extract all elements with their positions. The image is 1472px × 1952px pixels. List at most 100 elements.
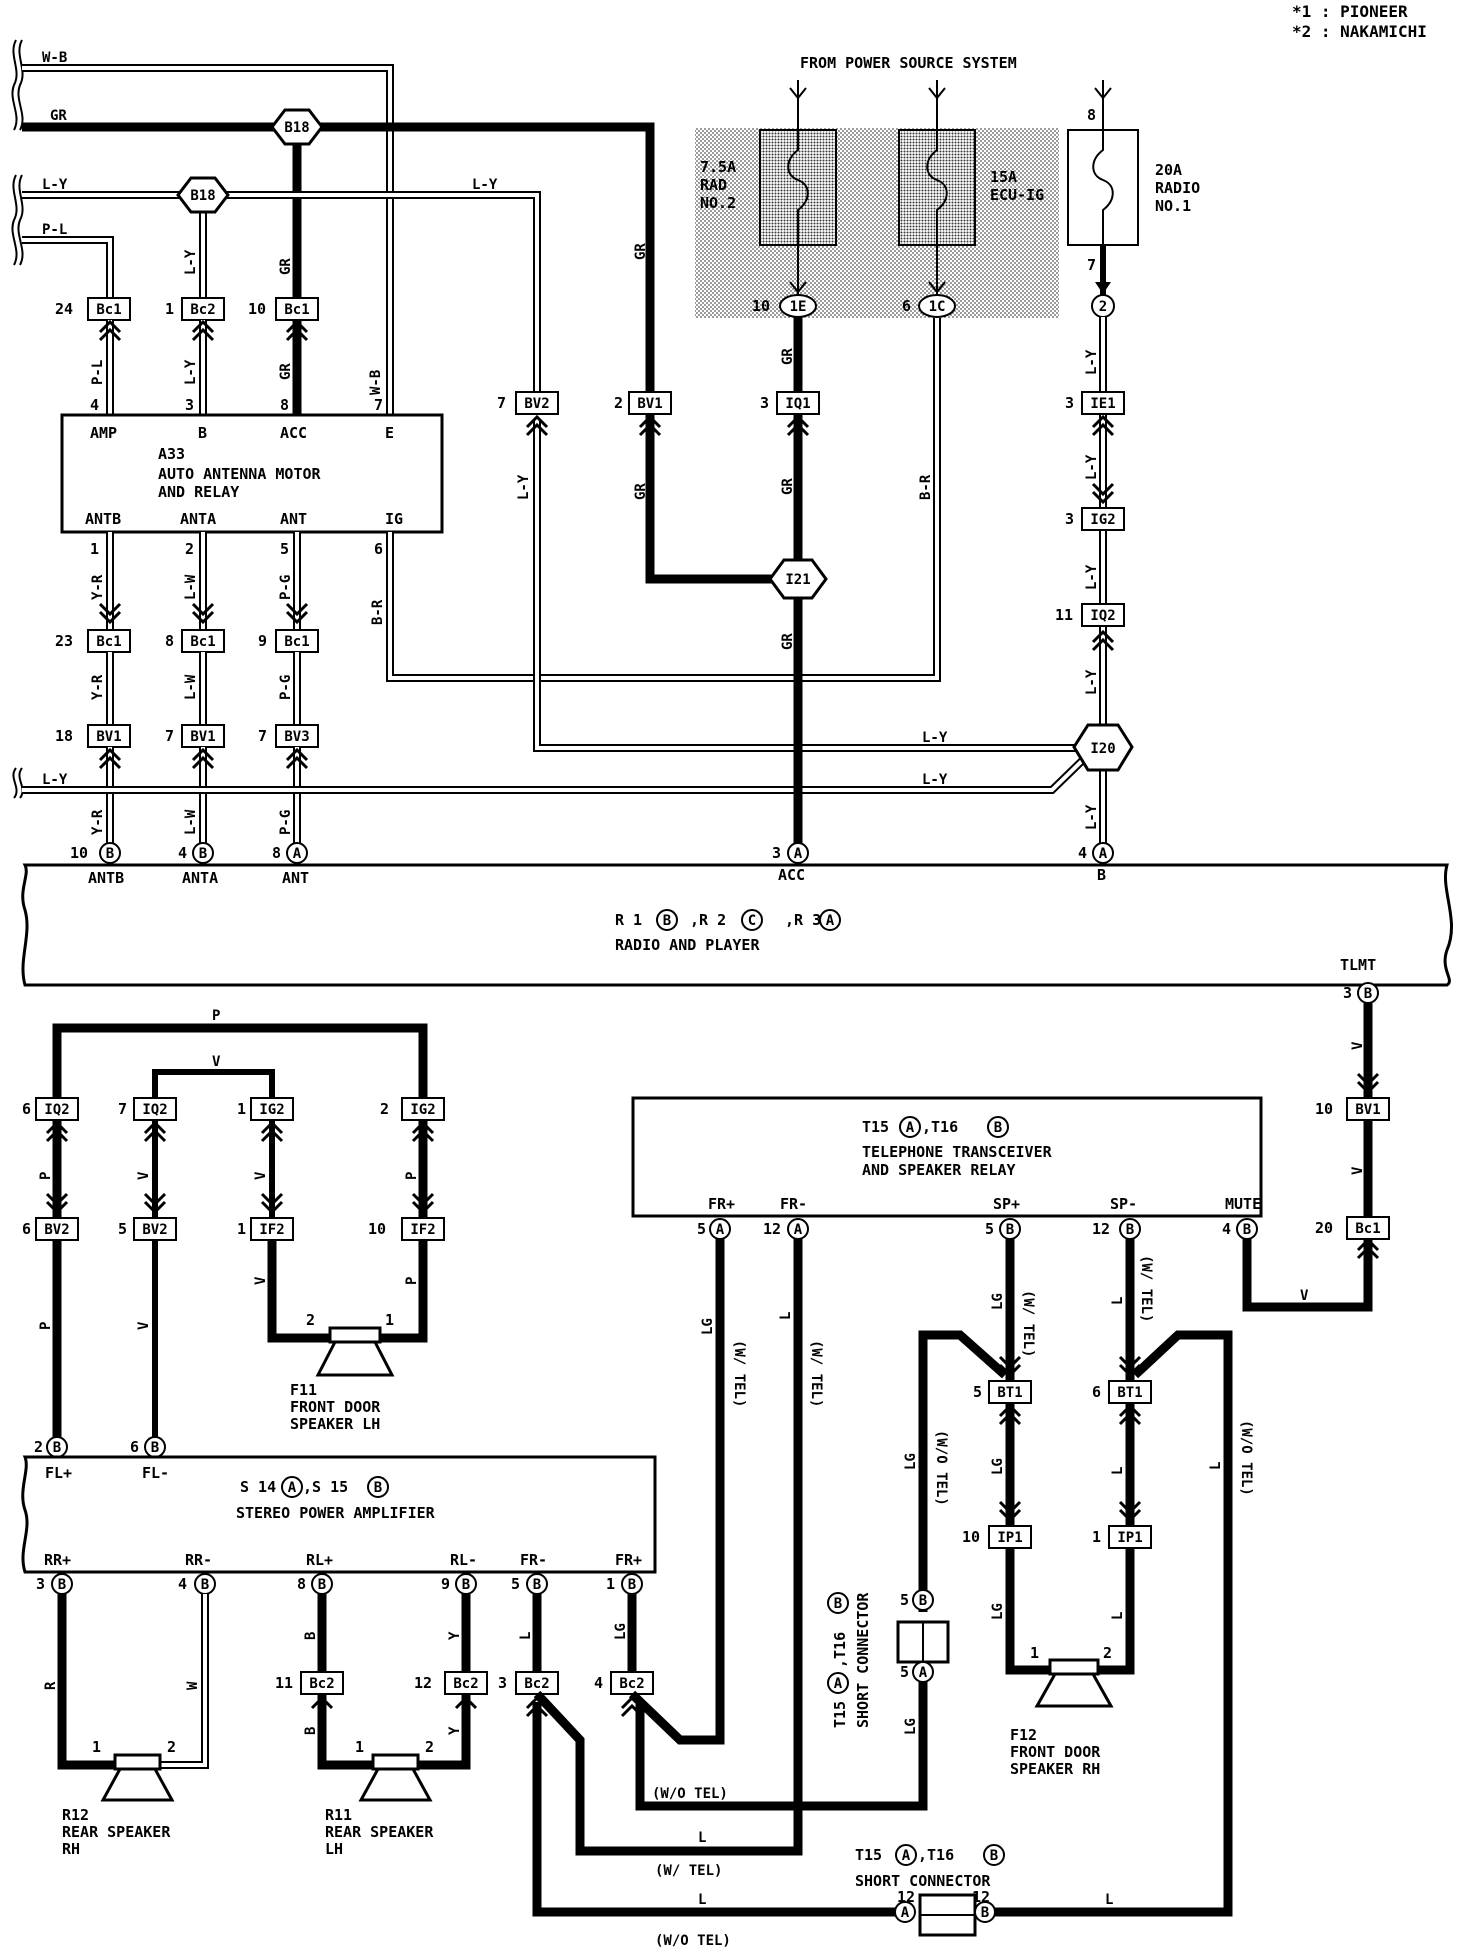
svg-text:V: V [253,1171,269,1180]
svg-text:B: B [462,1577,470,1593]
svg-text:1: 1 [1092,1528,1101,1546]
svg-text:B: B [58,1577,66,1593]
svg-text:ANTB: ANTB [88,869,124,887]
svg-text:3: 3 [772,844,781,862]
svg-text:12: 12 [414,1674,432,1692]
svg-text:1: 1 [1030,1644,1039,1662]
svg-text:R: R [43,1681,59,1690]
svg-text:BV2: BV2 [524,396,549,412]
svg-text:LG: LG [903,1453,919,1470]
svg-text:4: 4 [594,1674,603,1692]
ant-pin-acc: ACC [280,424,307,442]
svg-text:GR: GR [633,483,649,500]
short-connector-horizontal: T15 ,T16 A B SHORT CONNECTOR 12 12 A B [855,1844,1005,1937]
conn-2: 2 [1091,294,1115,318]
svg-text:1: 1 [355,1738,364,1756]
conn-bv1-7: BV1 7 [165,724,225,748]
svg-text:L-Y: L-Y [516,474,532,500]
svg-text:RADIO AND PLAYER: RADIO AND PLAYER [615,936,760,954]
svg-text:A: A [906,1120,915,1136]
svg-text:V: V [136,1171,152,1180]
svg-text:LG: LG [990,1603,1006,1620]
svg-text:11: 11 [1055,606,1073,624]
svg-text:4: 4 [1078,844,1087,862]
svg-text:L-Y: L-Y [1084,454,1100,480]
svg-text:7: 7 [258,727,267,745]
svg-text:A: A [716,1222,725,1238]
svg-text:2: 2 [380,1100,389,1118]
svg-text:Bc2: Bc2 [309,1676,334,1692]
svg-text:S 14: S 14 [240,1478,276,1496]
ant-line2: AND RELAY [158,483,239,501]
svg-text:10: 10 [1315,1100,1333,1118]
svg-text:V: V [1350,1166,1366,1175]
svg-text:B: B [1243,1222,1251,1238]
svg-text:Y-R: Y-R [90,674,106,700]
conn-bc1-10: Bc1 10 [248,297,319,321]
svg-text:4: 4 [178,1575,187,1593]
svg-text:7: 7 [497,394,506,412]
svg-text:6: 6 [22,1100,31,1118]
svg-text:ECU-IG: ECU-IG [990,186,1044,204]
svg-text:5: 5 [985,1220,994,1238]
fuse-ecu-ig: 15A ECU-IG [898,80,1044,295]
svg-text:L: L [1110,1612,1126,1620]
svg-text:P: P [38,1322,54,1330]
svg-text:IQ2: IQ2 [1090,608,1115,624]
svg-text:FR-: FR- [780,1195,807,1213]
conn-iq1-3: IQ1 3 [760,391,820,415]
svg-text:BV1: BV1 [1355,1102,1380,1118]
svg-text:FR-: FR- [520,1551,547,1569]
svg-text:3: 3 [1343,984,1352,1002]
svg-text:B: B [201,1577,209,1593]
svg-text:LH: LH [325,1840,343,1858]
wire-label-lw: L-W [183,574,199,600]
wire-label-ly-low: L-Y [42,772,68,788]
svg-text:BV1: BV1 [637,396,662,412]
svg-text:(W/O TEL): (W/O TEL) [655,1933,731,1949]
svg-text:2: 2 [34,1438,43,1456]
speaker-f11: 2 1 F11 FRONT DOOR SPEAKER LH [290,1311,395,1433]
svg-text:L: L [698,1892,706,1908]
junction-b18-ly-label: B18 [190,188,215,204]
svg-text:MUTE: MUTE [1225,1195,1261,1213]
wire-label-pl: P-L [42,222,67,238]
wire-label-ly-top: L-Y [42,177,68,193]
svg-text:L-W: L-W [183,674,199,700]
svg-text:18: 18 [55,727,73,745]
radio-and-player: R 1 ,R 2 ,R 3 RADIO AND PLAYER B C A ANT… [21,863,1453,987]
junction-b18-label: B18 [284,120,309,136]
svg-text:,T16: ,T16 [831,1632,849,1668]
short-connector-vertical: B5 A5 T15 ,T16 SHORT CONNECTOR A B [827,1589,950,1728]
harness-break-top [11,39,24,799]
svg-text:L-W: L-W [183,809,199,835]
svg-text:Bc1: Bc1 [96,302,121,318]
svg-text:FL-: FL- [142,1464,169,1482]
conn-bc2-1: Bc2 1 [165,297,225,321]
svg-text:3: 3 [1065,510,1074,528]
svg-text:NO.1: NO.1 [1155,197,1191,215]
svg-text:L: L [1110,1467,1126,1475]
speaker-f12: 1 2 F12 FRONT DOOR SPEAKER RH [1010,1644,1114,1778]
wire-label-ly-b: L-Y [183,249,199,275]
svg-text:2: 2 [167,1738,176,1756]
svg-text:8: 8 [1087,106,1096,124]
svg-text:V: V [1300,1288,1309,1304]
svg-text:8: 8 [297,1575,306,1593]
svg-text:Bc1: Bc1 [284,302,309,318]
svg-text:REAR SPEAKER: REAR SPEAKER [325,1823,434,1841]
svg-text:B: B [533,1577,541,1593]
conn-bc1-8: Bc1 8 [165,629,225,653]
svg-text:5: 5 [973,1383,982,1401]
svg-text:10: 10 [368,1220,386,1238]
svg-text:Y: Y [447,1631,463,1640]
wire-label-wb-vert: W-B [368,370,384,395]
svg-text:L: L [518,1632,534,1640]
svg-text:BV2: BV2 [142,1222,167,1238]
svg-text:7: 7 [1087,256,1096,274]
svg-text:A: A [293,846,302,862]
